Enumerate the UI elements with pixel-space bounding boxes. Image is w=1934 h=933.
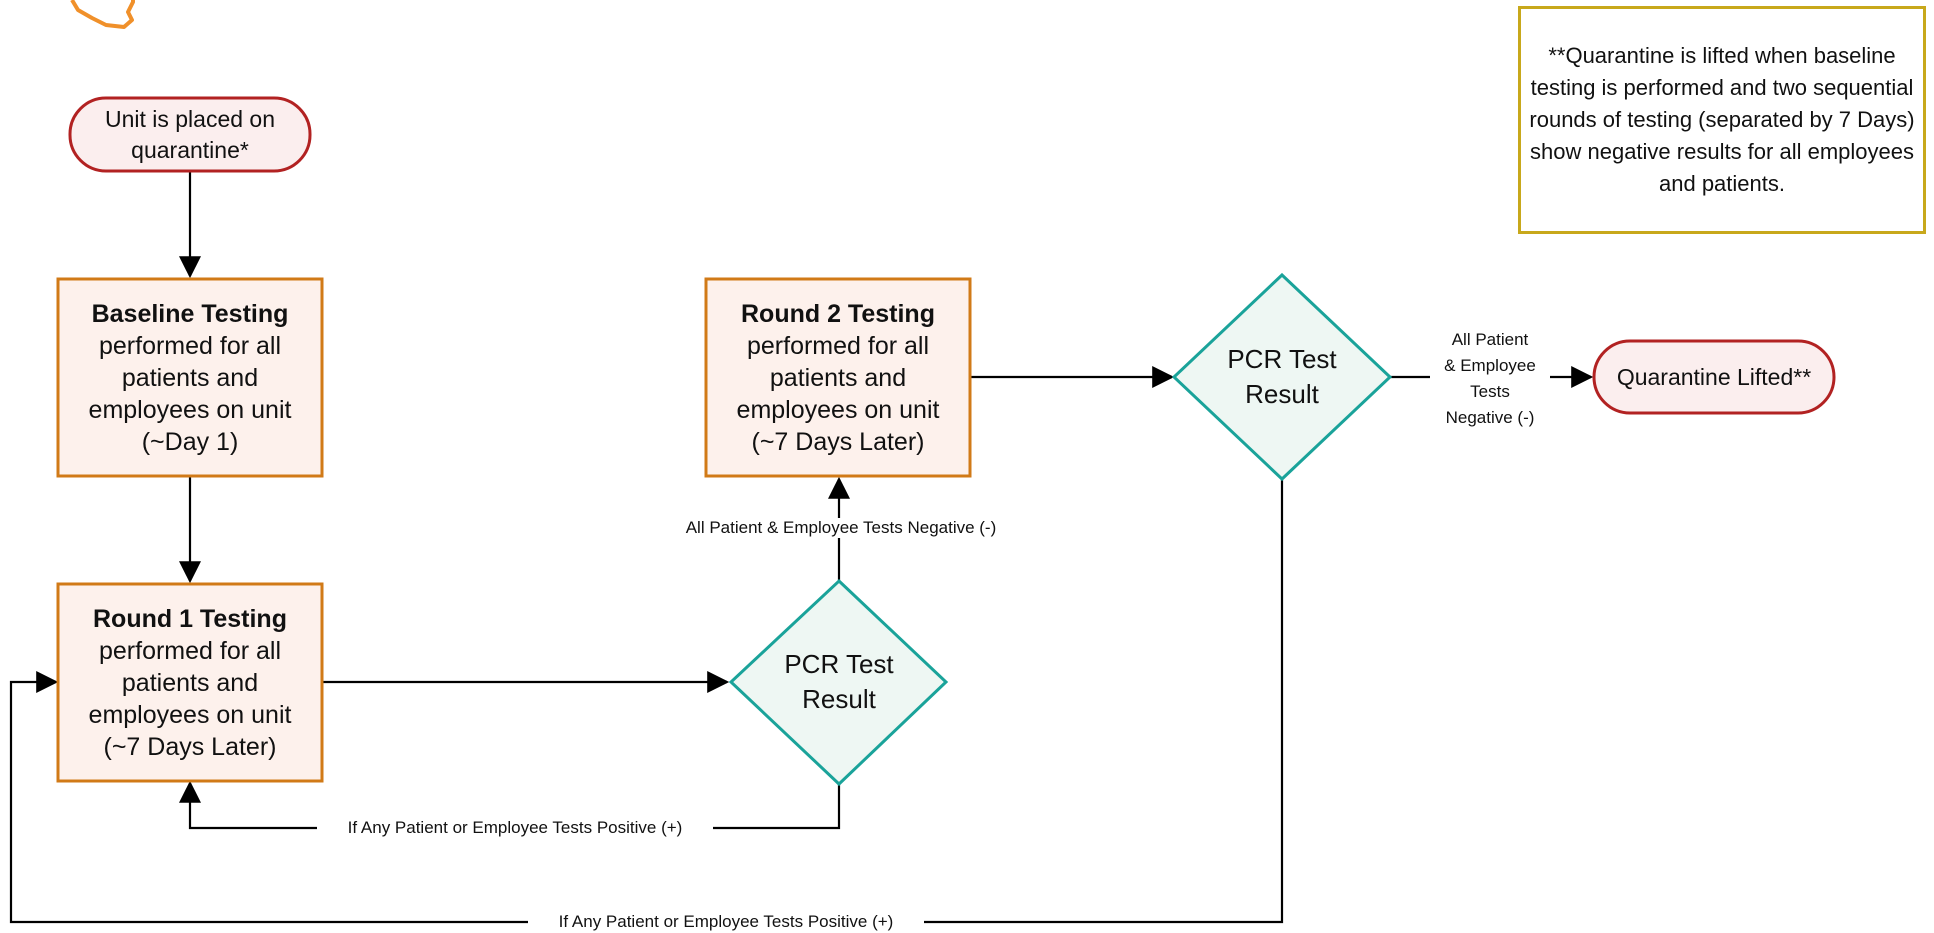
pcr2-positive-label: If Any Patient or Employee Tests Positiv… [528, 912, 924, 932]
start-terminal-shape [68, 96, 312, 173]
pcr2-negative-label-line3: Tests [1470, 382, 1510, 401]
pcr1-decision: PCR Test Result [751, 632, 927, 732]
pcr2-decision-line1: PCR Test [1227, 344, 1337, 374]
round1-testing: Round 1 Testing performed for all patien… [58, 584, 322, 781]
quarantine-note-text: **Quarantine is lifted when baseline tes… [1529, 43, 1915, 196]
round2-testing: Round 2 Testing performed for all patien… [706, 279, 970, 476]
round1-testing-box [56, 582, 324, 783]
edge-pcr2-positive-to-round1 [9, 479, 1284, 924]
round2-testing-line2: patients and [769, 363, 907, 392]
round2-testing-line1: performed for all [746, 331, 930, 360]
baseline-testing: Baseline Testing performed for all patie… [58, 279, 322, 476]
pcr1-negative-label: All Patient & Employee Tests Negative (-… [655, 518, 1027, 538]
round1-testing-line3: employees on unit [88, 700, 292, 729]
end-terminal-label: Quarantine Lifted** [1616, 363, 1812, 390]
start-terminal-label: Unit is placed on quarantine* [104, 105, 276, 163]
round2-testing-line3: employees on unit [736, 395, 940, 424]
pcr2-decision-line2: Result [1245, 379, 1319, 409]
baseline-testing-title: Baseline Testing [91, 299, 289, 328]
quarantine-note-box: **Quarantine is lifted when baseline tes… [1518, 6, 1926, 234]
baseline-testing-line1: performed for all [98, 331, 282, 360]
round1-testing-title: Round 1 Testing [93, 604, 287, 633]
logo-fragment [70, 0, 135, 29]
pcr1-decision-line1: PCR Test [784, 649, 894, 679]
baseline-testing-line2: patients and [121, 363, 259, 392]
pcr2-decision: PCR Test Result [1194, 327, 1370, 427]
pcr1-decision-shape [728, 578, 949, 787]
baseline-testing-box [56, 277, 324, 478]
end-terminal: Quarantine Lifted** [1594, 341, 1834, 413]
pcr2-negative-label-line2: & Employee [1444, 356, 1536, 375]
pcr2-negative-label-line1: All Patient [1451, 330, 1529, 349]
pcr2-negative-label-line4: Negative (-) [1445, 408, 1535, 427]
pcr1-decision-line2: Result [802, 684, 876, 714]
round1-testing-line2: patients and [121, 668, 259, 697]
baseline-testing-line3: employees on unit [88, 395, 292, 424]
start-terminal: Unit is placed on quarantine* [80, 98, 300, 171]
baseline-testing-line4: (~Day 1) [141, 427, 239, 456]
end-terminal-shape [1592, 339, 1836, 415]
round1-testing-line1: performed for all [98, 636, 282, 665]
pcr2-decision-shape [1171, 272, 1393, 482]
pcr1-positive-label: If Any Patient or Employee Tests Positiv… [317, 818, 713, 838]
round1-testing-line4: (~7 Days Later) [103, 732, 277, 761]
round2-testing-line4: (~7 Days Later) [751, 427, 925, 456]
round2-testing-title: Round 2 Testing [741, 299, 935, 328]
round2-testing-box [704, 277, 972, 478]
pcr2-negative-label: All Patient & Employee Tests Negative (-… [1430, 327, 1550, 431]
